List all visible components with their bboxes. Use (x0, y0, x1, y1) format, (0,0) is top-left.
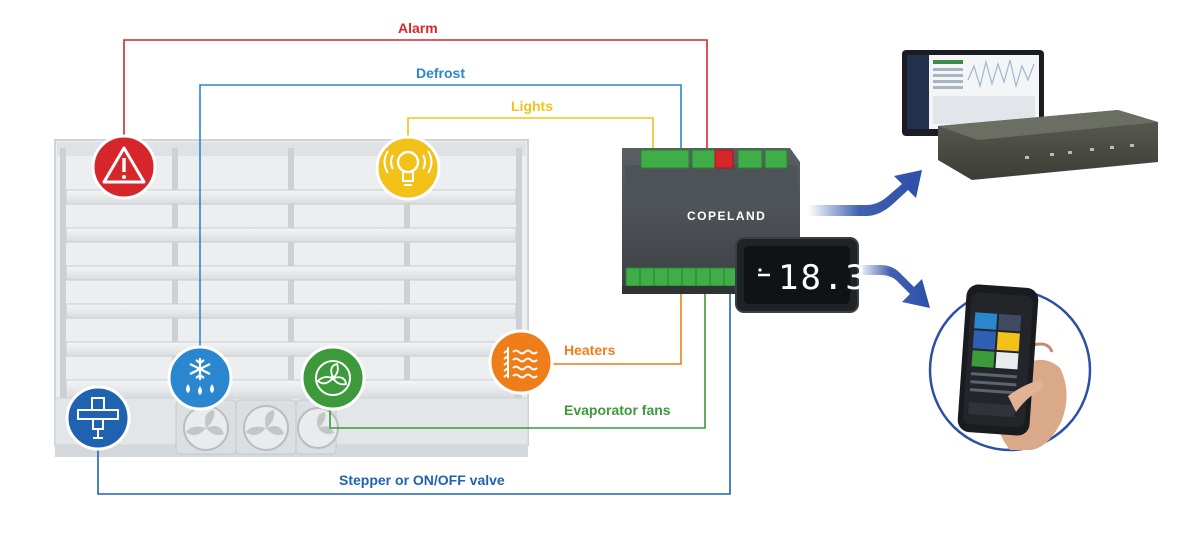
light-bulb-icon (375, 135, 441, 201)
terminal-block-bottom (625, 267, 739, 287)
valve-label: Stepper or ON/OFF valve (339, 472, 505, 488)
terminal-block-top (640, 149, 788, 169)
base-fans (175, 399, 339, 455)
defrost-label: Defrost (416, 65, 466, 81)
arrow-to-supervisor (808, 170, 922, 216)
alarm-wire (123, 39, 708, 150)
arrow-to-phone (858, 265, 930, 308)
display-value: 18.3 (778, 258, 868, 298)
heaters-wire (548, 282, 682, 365)
valve-wire (97, 290, 731, 495)
evaporator-fans-label: Evaporator fans (564, 402, 671, 418)
lights-label: Lights (511, 98, 553, 114)
fan-icon (300, 345, 366, 411)
controller-brand: COPELAND (687, 209, 767, 223)
defrost-wire (199, 84, 682, 360)
controller-unit (622, 148, 800, 294)
evap-fans-wire (329, 290, 706, 429)
wires (97, 39, 731, 495)
mobile-app-circle (928, 284, 1092, 452)
heaters-label: Heaters (564, 342, 616, 358)
valve-icon (65, 385, 131, 451)
alarm-icon (91, 134, 157, 200)
lights-wire (407, 117, 654, 150)
snowflake-drops-icon (167, 345, 233, 411)
heater-waves-icon (488, 329, 554, 395)
laptop (902, 50, 1044, 136)
supervisor-hub (938, 110, 1158, 180)
alarm-label: Alarm (398, 20, 438, 36)
